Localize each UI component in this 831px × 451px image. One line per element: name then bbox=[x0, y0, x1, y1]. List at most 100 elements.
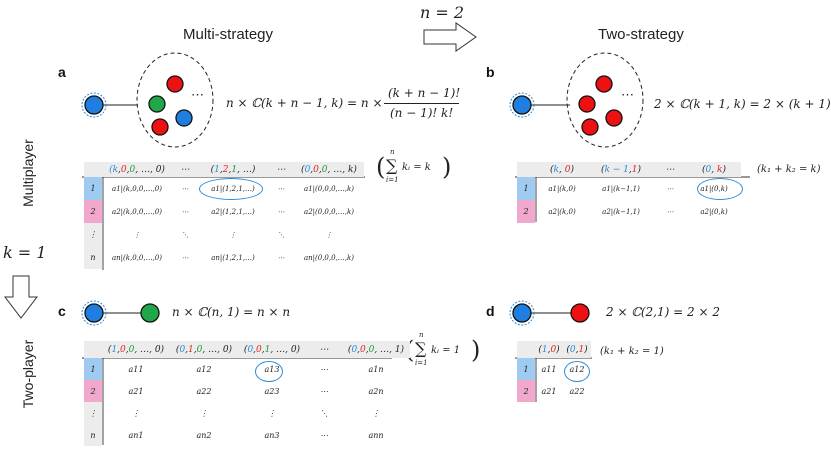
table-cell: an|(k,0,0,…,0) bbox=[111, 253, 162, 262]
corner-cell bbox=[517, 341, 535, 358]
table-cell: a22 bbox=[569, 386, 585, 396]
two-strategy-heading: Two-strategy bbox=[598, 26, 684, 43]
group-boundary-b bbox=[566, 52, 644, 148]
multi-strategy-heading: Multi-strategy bbox=[183, 26, 274, 43]
table-cell: a12 bbox=[196, 364, 212, 374]
table-cell: ⋮ bbox=[132, 408, 140, 418]
opponent-node-green bbox=[140, 303, 160, 323]
table-cell: ⋯ bbox=[277, 184, 285, 193]
table-cell: ⋱ bbox=[320, 408, 328, 418]
formula-d: 2 × ℂ(2,1) = 2 × 2 bbox=[606, 305, 720, 319]
focal-node-ring-d bbox=[509, 300, 535, 326]
row-index-n: n bbox=[84, 246, 102, 269]
table-cell: an|(1,2,1,…) bbox=[211, 253, 255, 262]
row-index-2: 2 bbox=[517, 380, 535, 402]
highlight-ring-c bbox=[255, 361, 283, 382]
table-cell: ⋯ bbox=[666, 207, 674, 216]
row-index-1: 1 bbox=[84, 358, 102, 380]
table-cell: ⋮ bbox=[133, 230, 141, 239]
focal-node-blue-b bbox=[512, 95, 532, 115]
highlight-ring-b bbox=[697, 178, 743, 200]
table-cell: a2|(0,0,0,…,k) bbox=[304, 207, 354, 216]
corner-cell bbox=[84, 162, 102, 177]
payoff-table-c: (1,0,0, …, 0) (0,1,0, …, 0) (0,0,1, …, 0… bbox=[84, 341, 410, 446]
header-cell: (0,1) bbox=[563, 341, 591, 358]
table-cell: ⋯ bbox=[181, 207, 189, 216]
constraint-b: (k₁ + k₂ = k) bbox=[757, 164, 821, 175]
table-cell: a2|(k−1,1) bbox=[602, 207, 640, 216]
header-cell: (0, k) bbox=[687, 162, 741, 177]
table-cell: ⋯ bbox=[320, 364, 328, 374]
row-index-2: 2 bbox=[84, 200, 102, 223]
table-cell: a2|(k,0,0,…,0) bbox=[112, 207, 162, 216]
table-cell: ann bbox=[368, 430, 384, 440]
focal-node-blue-d bbox=[512, 303, 532, 323]
header-cell: (1,2,1, …) bbox=[198, 162, 268, 177]
table-cell: a21 bbox=[128, 386, 144, 396]
focal-node-ring bbox=[81, 92, 107, 118]
header-cell: (0,1,0, …, 0) bbox=[170, 341, 238, 358]
row-index-1: 1 bbox=[517, 177, 535, 200]
table-cell: a23 bbox=[264, 386, 280, 396]
highlight-ring-a bbox=[199, 178, 263, 200]
formula-a-lhs: n × ℂ(k + n − 1, k) = n × bbox=[226, 96, 383, 110]
table-cell: ⋯ bbox=[181, 184, 189, 193]
table-cell: an1 bbox=[128, 430, 144, 440]
table-cell: ⋱ bbox=[277, 230, 285, 239]
focal-node-ring-c bbox=[81, 300, 107, 326]
table-cell: a1|(k,0) bbox=[548, 184, 576, 193]
row-index-n: n bbox=[84, 424, 102, 446]
table-cell: a1n bbox=[368, 364, 384, 374]
table-cell: a1|(k,0,0,…,0) bbox=[112, 184, 162, 193]
panel-a-label: a bbox=[58, 64, 66, 80]
table-cell: an|(0,0,0,…,k) bbox=[303, 253, 354, 262]
focal-node-blue-c bbox=[84, 303, 104, 323]
formula-a-numerator: (k + n − 1)! bbox=[388, 86, 461, 100]
group-node-red-b2 bbox=[578, 95, 596, 113]
row-index-1: 1 bbox=[517, 358, 535, 380]
payoff-table-b: (k, 0) (k − 1,1) ⋯ (0, k) 1 a1|(k,0) a1|… bbox=[517, 162, 741, 223]
header-cell: ⋯ bbox=[306, 341, 342, 358]
header-cell: ⋯ bbox=[653, 162, 687, 177]
header-cell: (k,0,0, …, 0) bbox=[102, 162, 172, 177]
table-cell: ⋱ bbox=[181, 230, 189, 239]
group-node-red-b4 bbox=[581, 118, 599, 136]
constraint-d: (k₁ + k₂ = 1) bbox=[600, 346, 664, 357]
group-node-green bbox=[148, 95, 166, 113]
table-cell: ⋯ bbox=[181, 253, 189, 262]
table-cell: a2|(0,k) bbox=[700, 207, 728, 216]
table-cell: ⋯ bbox=[320, 430, 328, 440]
header-cell: (1,0) bbox=[535, 341, 563, 358]
row-index-2: 2 bbox=[84, 380, 102, 402]
header-cell: ⋯ bbox=[268, 162, 294, 177]
right-arrow-icon bbox=[423, 22, 477, 52]
highlight-ring-d bbox=[564, 361, 590, 382]
header-cell: (0,0,1, …, 0) bbox=[238, 341, 306, 358]
formula-c: n × ℂ(n, 1) = n × n bbox=[172, 305, 291, 319]
table-cell: ⋮ bbox=[325, 230, 333, 239]
table-cell: a2|(k,0) bbox=[548, 207, 576, 216]
row-index-vdots: ⋮ bbox=[84, 223, 102, 246]
focal-node-ring-b bbox=[509, 92, 535, 118]
group-node-red-b3 bbox=[605, 109, 623, 127]
header-cell: (1,0,0, …, 0) bbox=[102, 341, 170, 358]
group-boundary-a bbox=[136, 52, 214, 148]
table-cell: a2|(1,2,1,…) bbox=[211, 207, 255, 216]
table-cell: ⋮ bbox=[268, 408, 276, 418]
ellipsis-dots-b: ⋯ bbox=[621, 88, 634, 103]
payoff-table-a: (k,0,0, …, 0) ⋯ (1,2,1, …) ⋯ (0,0,0, …, … bbox=[84, 162, 364, 269]
corner-cell bbox=[84, 341, 102, 358]
header-cell: (k, 0) bbox=[535, 162, 589, 177]
table-cell: ⋮ bbox=[372, 408, 380, 418]
table-cell: a21 bbox=[541, 386, 557, 396]
header-cell: (k − 1,1) bbox=[589, 162, 653, 177]
table-cell: a2n bbox=[368, 386, 384, 396]
table-cell: a1|(0,0,0,…,k) bbox=[304, 184, 354, 193]
focal-node-blue bbox=[84, 95, 104, 115]
table-cell: ⋯ bbox=[277, 253, 285, 262]
fraction-bar bbox=[384, 103, 459, 104]
group-node-red-2 bbox=[151, 118, 169, 136]
group-node-red bbox=[166, 75, 184, 93]
constraint-c: ( n ∑ i=1 kᵢ = 1 ) bbox=[405, 331, 481, 367]
